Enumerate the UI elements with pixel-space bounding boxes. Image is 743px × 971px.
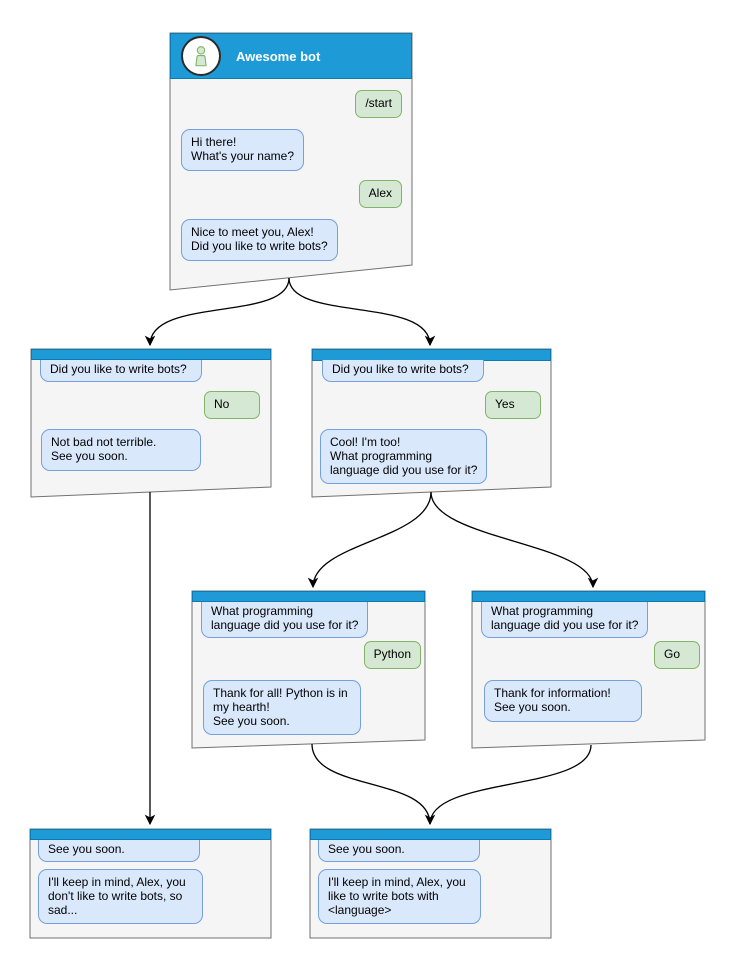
person-icon bbox=[195, 46, 207, 67]
bot-message-bubble: Did you like to write bots? bbox=[40, 360, 202, 382]
bot-message-bubble: Cool! I'm too! What programming language… bbox=[320, 429, 488, 485]
user-message-bubble: Yes bbox=[485, 391, 541, 419]
connector-python-to-end-yes bbox=[311, 743, 436, 826]
bot-message-bubble: Nice to meet you, Alex! Did you like to … bbox=[181, 219, 338, 261]
user-message-bubble: Python bbox=[363, 641, 421, 669]
chat-header-branch-go bbox=[472, 591, 705, 602]
connector-root-to-yes bbox=[288, 277, 436, 347]
user-message-bubble: /start bbox=[355, 90, 402, 118]
chat-header-root: Awesome bot bbox=[170, 33, 412, 79]
connector-yes-to-python bbox=[307, 491, 432, 589]
bot-message-bubble: Thank for all! Python is in my hearth! S… bbox=[203, 680, 361, 736]
user-message-bubble: Go bbox=[654, 641, 700, 669]
bot-message-bubble: I'll keep in mind, Alex, you don't like … bbox=[38, 869, 203, 925]
bot-avatar bbox=[181, 36, 221, 76]
connector-root-to-no bbox=[144, 277, 290, 347]
chat-header-end-yes bbox=[310, 829, 551, 840]
bot-message-bubble: Thank for information! See you soon. bbox=[484, 680, 642, 722]
bot-message-bubble: I'll keep in mind, Alex, you like to wri… bbox=[318, 869, 481, 925]
user-message-bubble: No bbox=[204, 391, 260, 419]
bot-message-bubble: Did you like to write bots? bbox=[322, 360, 484, 382]
user-message-bubble: Alex bbox=[358, 180, 402, 208]
bot-message-bubble: See you soon. bbox=[318, 840, 480, 862]
bot-message-bubble: Hi there! What's your name? bbox=[181, 129, 305, 171]
chat-header-branch-python bbox=[192, 591, 425, 602]
bot-message-bubble: See you soon. bbox=[38, 840, 200, 862]
chat-header-branch-no bbox=[31, 349, 271, 360]
bot-message-bubble: What programming language did you use fo… bbox=[201, 602, 369, 638]
bot-message-bubble: Not bad not terrible. See you soon. bbox=[41, 429, 201, 471]
bot-message-bubble: What programming language did you use fo… bbox=[481, 602, 649, 638]
connector-go-to-end-yes bbox=[429, 744, 592, 825]
chat-title: Awesome bot bbox=[236, 48, 321, 64]
connector-yes-to-go bbox=[430, 491, 599, 589]
chat-header-end-no bbox=[30, 829, 271, 840]
